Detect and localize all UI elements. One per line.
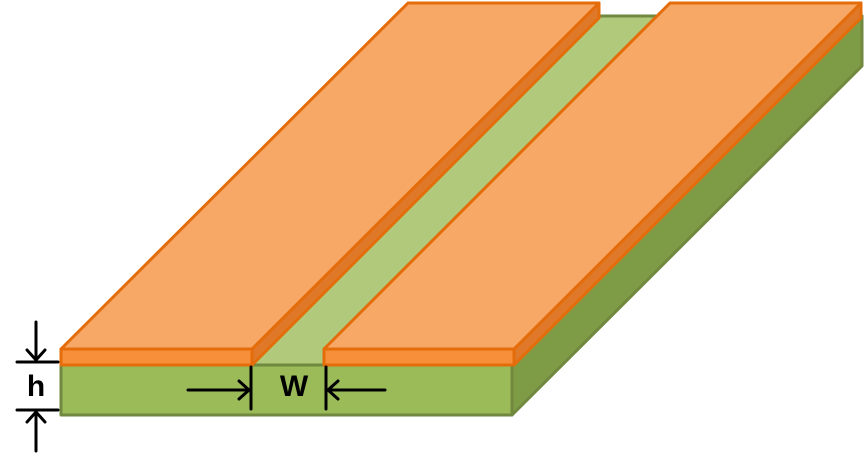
height-label: h [27, 370, 45, 403]
width-left-arrowhead [237, 379, 251, 401]
left-conductor-strip [59, 1, 601, 367]
right-conductor-front-face [322, 347, 516, 367]
width-right-arrowhead [326, 379, 340, 401]
width-label: W [280, 370, 309, 403]
height-upper-arrowhead [25, 348, 47, 362]
right-conductor-strip [322, 1, 863, 367]
left-conductor-front-face [59, 347, 254, 367]
height-dimension [15, 320, 60, 453]
width-dimension [186, 365, 387, 411]
height-lower-arrowhead [25, 410, 47, 424]
